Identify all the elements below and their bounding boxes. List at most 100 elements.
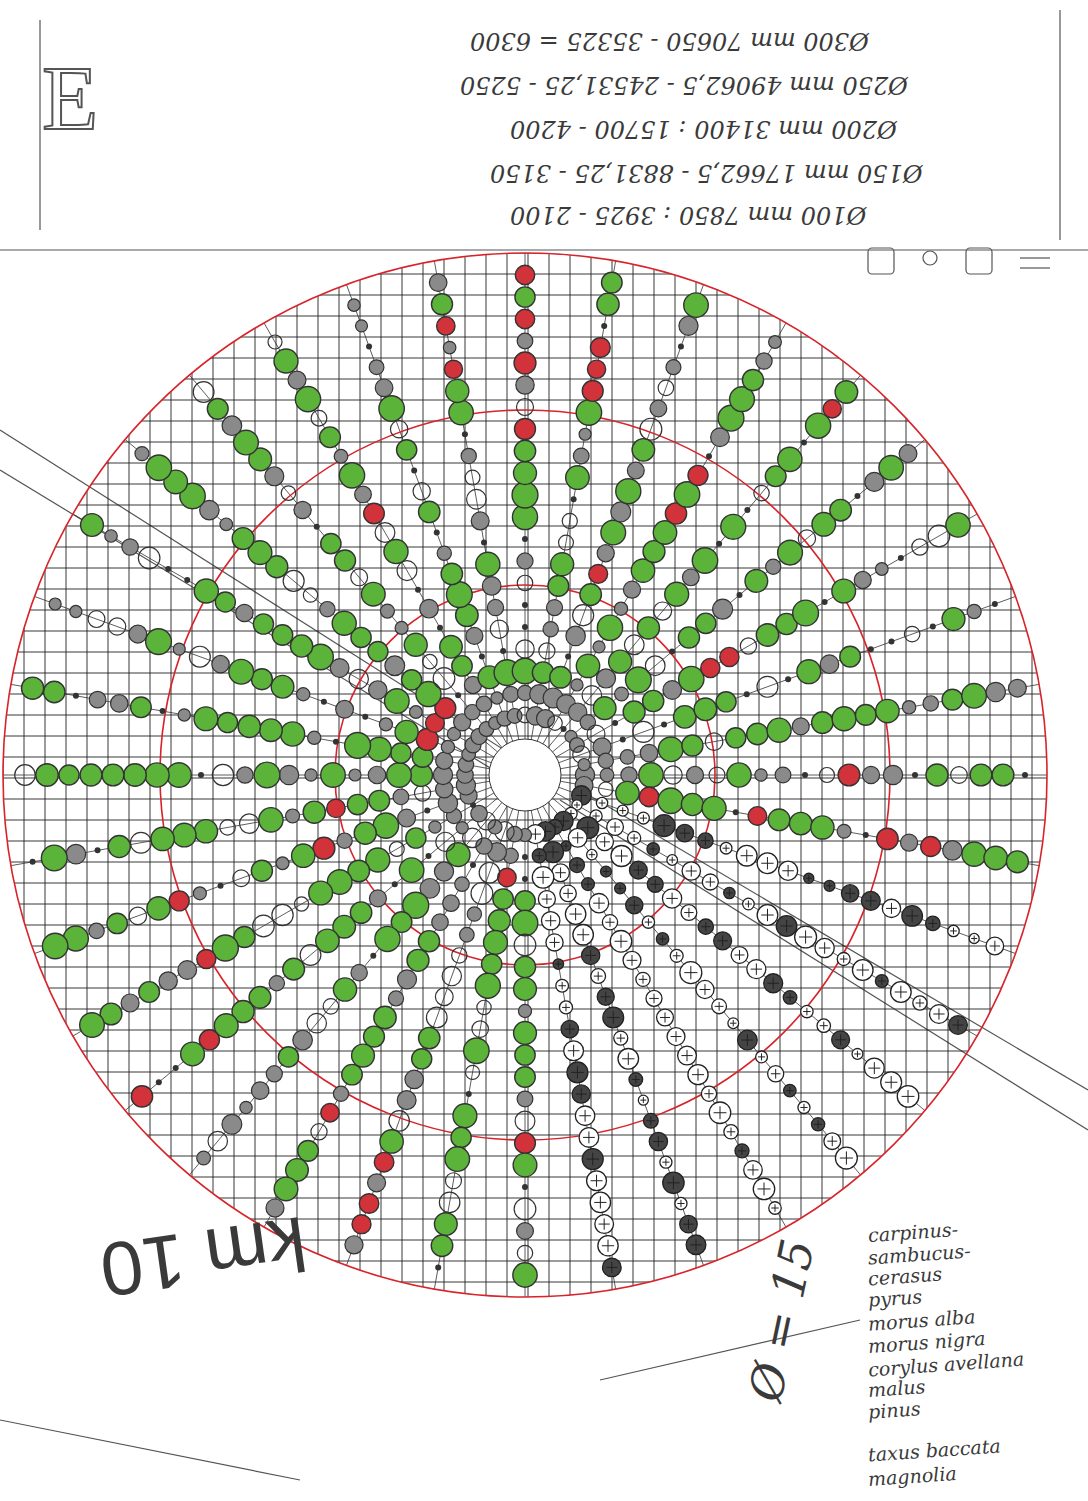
circle-cross (684, 828, 685, 839)
green-dot (597, 615, 622, 640)
radial-line (73, 793, 494, 1036)
green-dot (440, 636, 463, 659)
green-dot (449, 400, 473, 424)
small-dot (415, 587, 421, 593)
green-dot (280, 722, 304, 746)
green-dot (946, 513, 970, 537)
small-dot (930, 624, 936, 630)
circle-cross (729, 890, 730, 897)
red-dot (748, 807, 767, 826)
small-dot (863, 832, 869, 838)
circle-cross (767, 909, 768, 921)
open-circle (538, 891, 555, 908)
area-calculation: Ø200 mm 31400 : 15700 - 4200 (510, 116, 897, 142)
small-dot (160, 708, 166, 714)
green-dot (320, 427, 341, 448)
open-circle (323, 999, 338, 1014)
open-circle (514, 934, 536, 956)
plant-name: cerasus (867, 1263, 942, 1289)
open-circle (452, 948, 467, 963)
open-circle (515, 1111, 535, 1131)
green-dot (678, 627, 699, 648)
green-dot (441, 563, 462, 584)
green-dot (402, 670, 422, 690)
grey-dot (265, 467, 284, 486)
grey-dot (666, 360, 681, 375)
radial-line (189, 375, 501, 747)
green-dot (602, 272, 623, 293)
area-calculation: Ø250 mm 49062,5 - 24531,25 - 5250 (460, 72, 908, 98)
small-dot (522, 876, 528, 882)
circle-cross (676, 952, 677, 960)
red-dot (327, 799, 345, 817)
small-dot (370, 953, 376, 959)
grey-dot (578, 759, 590, 771)
green-dot (616, 479, 641, 504)
circle-cross (604, 1218, 605, 1229)
open-circle (617, 805, 628, 816)
small-dot (198, 772, 204, 778)
circle-cross (705, 836, 706, 845)
open-circle (801, 1005, 813, 1017)
circle-cross (655, 879, 656, 889)
circle-cross (722, 935, 723, 946)
grey-dot (862, 766, 879, 783)
open-circle (653, 815, 675, 837)
radial-line (346, 809, 512, 1266)
circle-cross (688, 908, 689, 917)
open-circle (630, 861, 648, 879)
circle-cross (690, 966, 691, 979)
grey-dot (212, 655, 229, 672)
circle-cross (592, 1153, 593, 1166)
grey-dot (792, 718, 809, 735)
open-circle (390, 421, 407, 438)
red-dot (877, 828, 898, 849)
area-calculation: Ø300 mm 70650 - 35325 = 6300 (470, 28, 869, 54)
circle-cross (638, 865, 639, 876)
red-dot (313, 837, 335, 859)
green-dot (840, 646, 861, 667)
green-dot (274, 1177, 298, 1201)
circle-cross (546, 894, 547, 904)
open-circle (784, 1084, 797, 1097)
grey-dot (237, 767, 253, 783)
green-dot (309, 881, 333, 905)
open-circle (295, 897, 309, 911)
circle-cross (587, 821, 588, 834)
green-dot (364, 1026, 385, 1047)
green-dot (339, 463, 364, 488)
open-circle (698, 919, 713, 934)
open-circle (696, 980, 714, 998)
red-dot (444, 360, 462, 378)
open-circle (467, 489, 487, 509)
green-dot (374, 1006, 396, 1028)
grey-dot (579, 428, 591, 440)
grey-dot (487, 599, 503, 615)
circle-cross (805, 930, 806, 943)
circle-cross (600, 1196, 601, 1208)
grey-dot (393, 789, 409, 805)
green-dot (172, 823, 196, 847)
grey-dot (398, 970, 417, 989)
grey-dot (682, 569, 699, 586)
circle-cross (775, 1204, 776, 1211)
green-dot (446, 379, 469, 402)
circle-cross (585, 1110, 586, 1122)
green-dot (181, 1042, 205, 1066)
radial-line (548, 803, 860, 1175)
green-dot (580, 584, 602, 606)
open-circle (949, 1016, 968, 1035)
technical-lines (0, 10, 1088, 1480)
green-dot (385, 689, 410, 714)
circle-cross (588, 880, 589, 888)
small-dot (620, 736, 626, 742)
green-dot (658, 737, 683, 762)
circle-cross (562, 982, 563, 990)
green-dot (597, 293, 619, 315)
small-dot (898, 555, 904, 561)
red-dot (359, 1194, 379, 1214)
small-dot (366, 344, 372, 350)
circle-cross (581, 790, 582, 802)
green-dot (42, 933, 67, 958)
green-dot (453, 1104, 477, 1128)
